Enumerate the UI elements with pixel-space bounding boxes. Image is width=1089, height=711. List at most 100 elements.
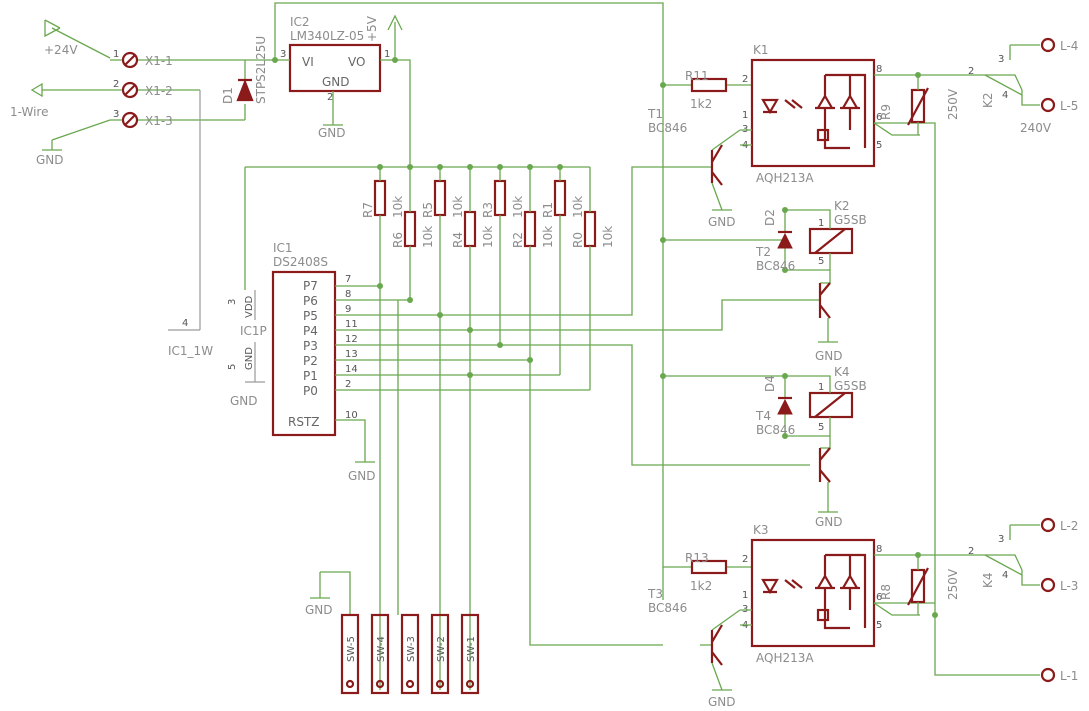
gnd-left-label: GND (36, 153, 64, 167)
terminal-block-x1: 123 X1-1 X1-2 X1-3 (110, 49, 275, 129)
v5-arrow-icon (387, 14, 403, 60)
switch-sw-5[interactable]: SW-5 (340, 613, 360, 695)
v240-label: 240V (1020, 121, 1052, 135)
svg-text:RSTZ: RSTZ (288, 415, 320, 429)
svg-text:10: 10 (345, 410, 358, 421)
relay-k2-block: D2 K2 G5SB 15 T2 BC846 GND (660, 199, 867, 363)
svg-text:R7: R7 (361, 202, 375, 218)
svg-text:2: 2 (113, 79, 119, 90)
svg-text:5: 5 (876, 620, 882, 631)
switch-sw-4[interactable]: SW-4 (370, 613, 390, 695)
onewire-label: 1-Wire (10, 105, 48, 119)
resistor-bank: R7 10k R6 10k R5 10k R4 10k R3 10k R2 10… (244, 164, 663, 690)
svg-text:1: 1 (384, 49, 390, 60)
svg-text:D2: D2 (763, 209, 777, 226)
ic1-ds2408: IC1 DS2408S P7 P6 P5 P4 P3 P2 P1 P0 RSTZ… (168, 90, 810, 483)
switch-sw-1[interactable]: SW-1 (460, 613, 480, 695)
svg-text:G5SB: G5SB (834, 213, 867, 227)
terminal-x1-2: X1-2 (145, 84, 173, 98)
svg-text:3: 3 (113, 109, 119, 120)
svg-text:SW-1: SW-1 (466, 636, 477, 662)
svg-text:P4: P4 (303, 324, 318, 338)
v24-label: +24V (44, 43, 78, 57)
svg-text:1: 1 (113, 49, 119, 60)
svg-text:GND: GND (815, 515, 843, 529)
svg-text:R4: R4 (451, 232, 465, 248)
d1-name: D1 (221, 87, 235, 104)
svg-text:SW-2: SW-2 (436, 636, 447, 662)
svg-text:SW-3: SW-3 (406, 636, 417, 662)
svg-text:3: 3 (998, 54, 1004, 65)
svg-text:1: 1 (818, 382, 824, 393)
svg-text:6: 6 (876, 592, 882, 603)
svg-text:R9: R9 (879, 104, 893, 120)
svg-text:12: 12 (345, 334, 358, 345)
svg-text:T3: T3 (647, 587, 663, 601)
svg-text:P3: P3 (303, 339, 318, 353)
svg-text:K3: K3 (753, 523, 769, 537)
left-nets: +24V 1-Wire GND (10, 19, 111, 167)
svg-text:SW-4: SW-4 (376, 636, 387, 662)
svg-text:AQH213A: AQH213A (756, 171, 814, 185)
svg-text:P2: P2 (303, 354, 318, 368)
svg-text:GND: GND (708, 695, 736, 709)
svg-text:4: 4 (1002, 570, 1008, 581)
svg-text:T4: T4 (755, 409, 771, 423)
svg-text:2: 2 (345, 379, 351, 390)
svg-text:3: 3 (227, 299, 238, 305)
svg-text:10k: 10k (511, 196, 525, 218)
relay-k4-block: D4 K4 G5SB 15 T4 BC846 GND (660, 365, 867, 529)
svg-text:2: 2 (742, 74, 748, 85)
svg-text:8: 8 (876, 544, 882, 555)
ic2-value: LM340LZ-05 (290, 29, 364, 43)
svg-text:2: 2 (742, 554, 748, 565)
svg-text:G5SB: G5SB (834, 379, 867, 393)
svg-text:BC846: BC846 (756, 259, 795, 273)
svg-text:1k2: 1k2 (690, 97, 712, 111)
svg-text:P1: P1 (303, 369, 318, 383)
svg-text:R11: R11 (685, 69, 709, 83)
ssr-k3-block: R13 1k2 K3 AQH213A 21 34 865 R8 250V T3 … (647, 517, 1078, 709)
svg-text:P7: P7 (303, 279, 318, 293)
svg-text:GND: GND (708, 215, 736, 229)
svg-text:GND: GND (305, 603, 333, 617)
svg-text:R8: R8 (879, 584, 893, 600)
svg-text:R5: R5 (421, 202, 435, 218)
svg-text:R1: R1 (541, 202, 555, 218)
svg-text:4: 4 (1002, 90, 1008, 101)
output-l2: L-2 (1060, 519, 1078, 533)
output-l5: L-5 (1060, 99, 1078, 113)
svg-text:T1: T1 (647, 107, 663, 121)
svg-text:BC846: BC846 (648, 601, 687, 615)
svg-text:13: 13 (345, 349, 358, 360)
svg-text:5: 5 (818, 422, 824, 433)
svg-text:2: 2 (968, 546, 974, 557)
svg-text:3: 3 (998, 534, 1004, 545)
svg-text:1: 1 (742, 110, 748, 121)
svg-text:K1: K1 (753, 43, 769, 57)
switch-sw-3[interactable]: SW-3 (397, 300, 420, 695)
d1-value: STPS2L25U (254, 36, 268, 104)
output-l3: L-3 (1060, 579, 1078, 593)
svg-text:1: 1 (818, 218, 824, 229)
svg-text:10k: 10k (391, 196, 405, 218)
svg-text:11: 11 (345, 319, 358, 330)
ic2-name: IC2 (290, 15, 310, 29)
ssr-k1-block: R11 1k2 K1 AQH213A 21 34 865 R9 250V T1 … (647, 37, 1078, 676)
svg-text:SW-5: SW-5 (346, 636, 357, 662)
switch-sw-2[interactable]: SW-2 (430, 613, 450, 695)
svg-text:1k2: 1k2 (690, 579, 712, 593)
svg-text:GND: GND (318, 126, 346, 140)
svg-text:2: 2 (968, 66, 974, 77)
svg-text:P6: P6 (303, 294, 318, 308)
svg-text:AQH213A: AQH213A (756, 651, 814, 665)
svg-text:2: 2 (327, 92, 333, 103)
svg-text:GND: GND (244, 347, 255, 370)
svg-text:K4: K4 (834, 365, 850, 379)
svg-text:GND: GND (348, 469, 376, 483)
svg-text:K2: K2 (834, 199, 850, 213)
svg-text:3: 3 (280, 49, 286, 60)
svg-text:10k: 10k (571, 196, 585, 218)
svg-text:9: 9 (345, 304, 351, 315)
